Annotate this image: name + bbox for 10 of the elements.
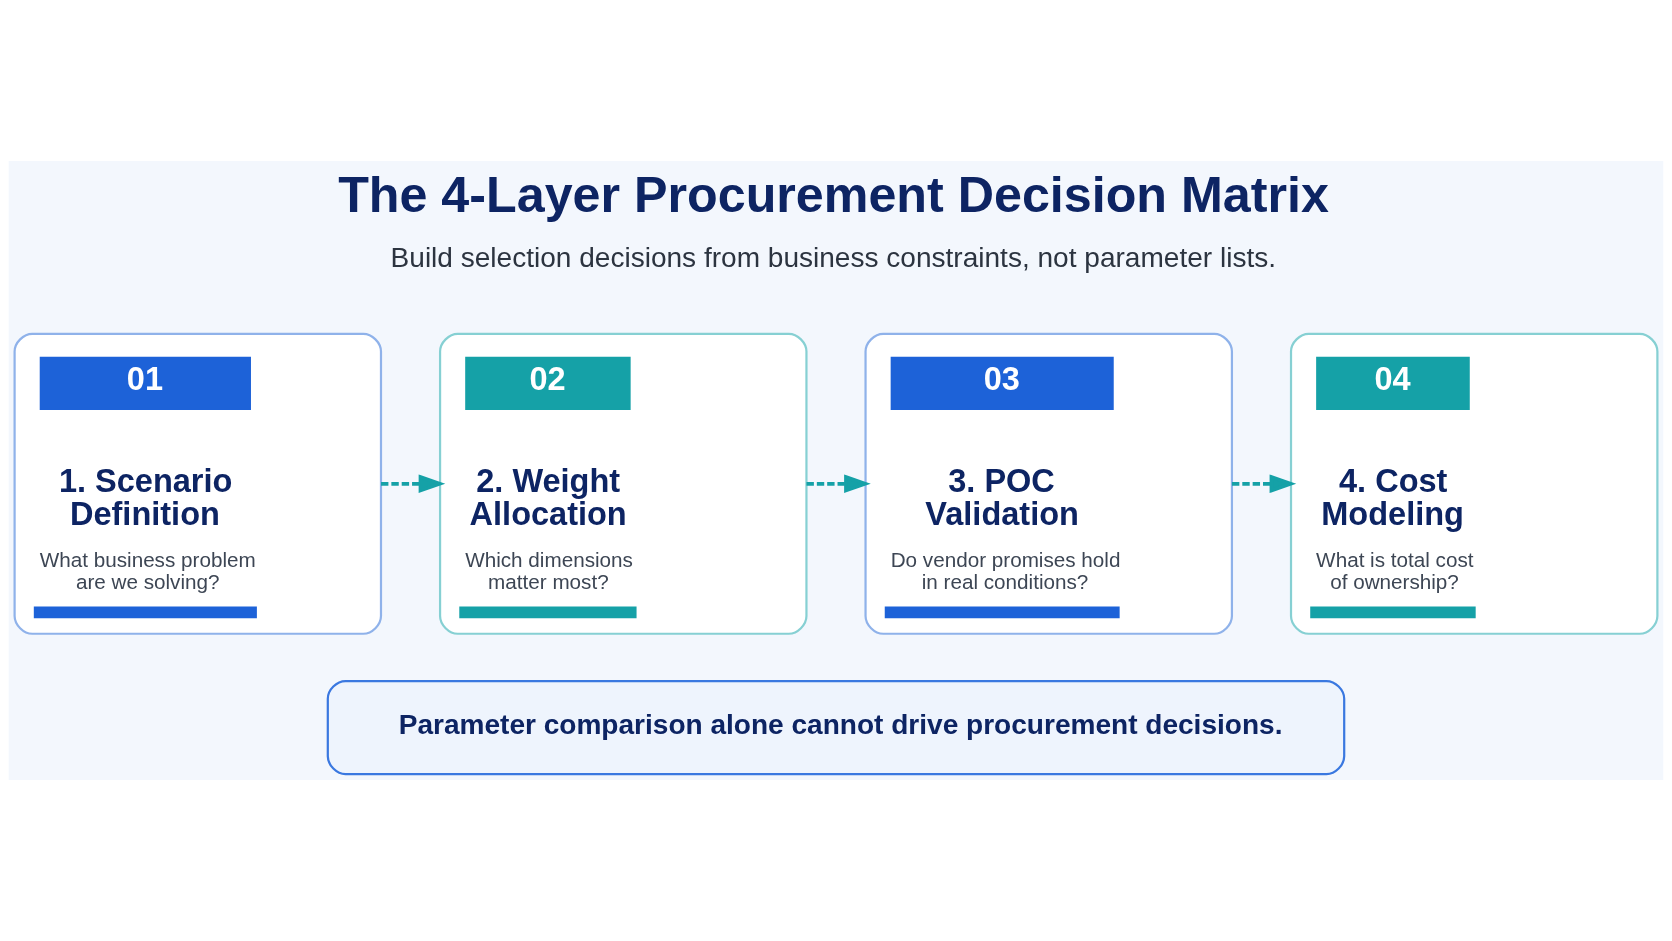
arrow xyxy=(1231,474,1297,494)
label: Build selection decisions from business constraints, not parameter lists. xyxy=(390,241,1277,273)
node-box: 03 3. POC Validation Do vendor promises hold in real conditions? xyxy=(864,332,1234,635)
arrow xyxy=(381,474,446,494)
node-box: Parameter comparison alone cannot drive procurement decisions. xyxy=(326,679,1346,776)
node-box: 04 4. Cost Modeling What is total cost of ownership? xyxy=(1289,332,1659,635)
node-box: 02 2. Weight Allocation Which dimensions matter most? xyxy=(438,332,808,635)
arrow xyxy=(806,474,871,494)
diagram-title: The 4-Layer Procurement Decision Matrix xyxy=(338,166,1329,223)
node-box: 01 1. Scenario Definition What business problem are we solving? xyxy=(13,332,383,635)
